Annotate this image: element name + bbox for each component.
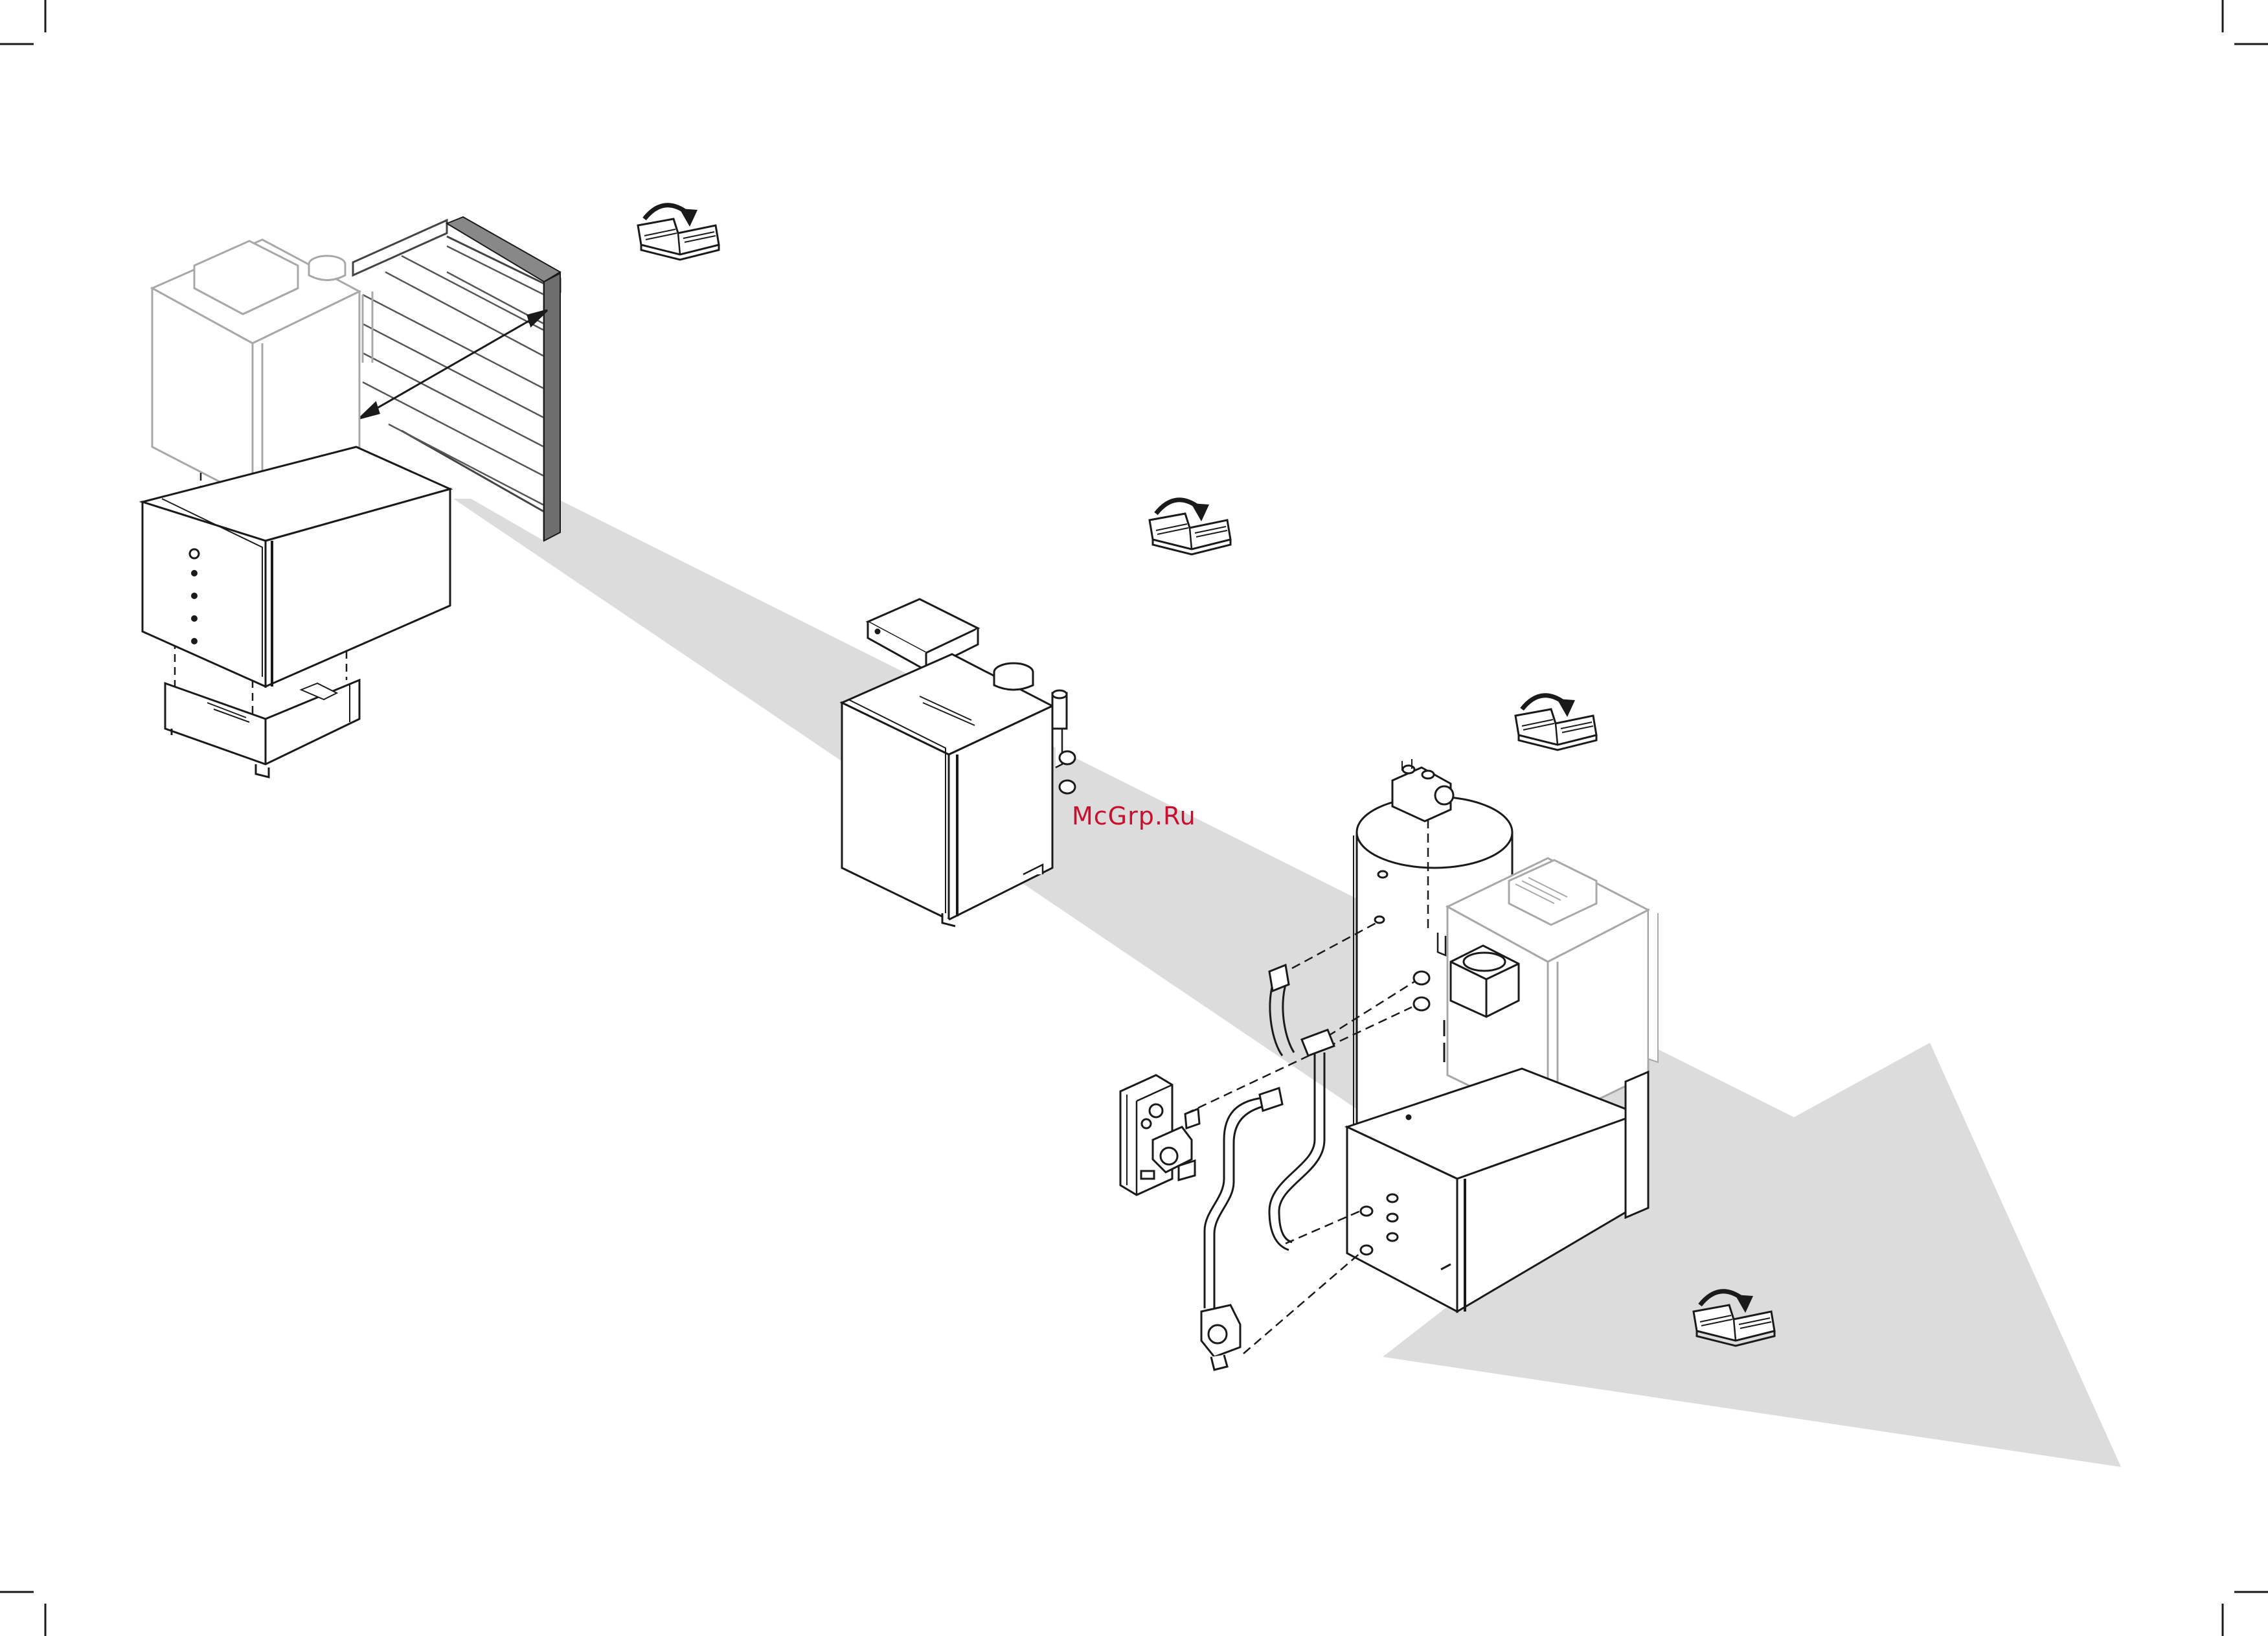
watermark-text: McGrp.Ru	[1072, 802, 1196, 830]
book-reference-icon	[1515, 696, 1596, 750]
crop-mark-icon	[2223, 0, 2268, 44]
book-reference-icon	[1150, 500, 1230, 554]
base-plinth	[165, 680, 359, 777]
storage-cabinet	[142, 447, 450, 687]
step-1-assembly	[142, 217, 560, 777]
crop-mark-icon	[2223, 1592, 2268, 1636]
crop-mark-icon	[0, 1592, 45, 1636]
circulation-pump	[1201, 1305, 1240, 1370]
crop-mark-icon	[0, 0, 45, 44]
pump-group-module	[1120, 1075, 1199, 1195]
book-reference-icon	[638, 205, 719, 260]
